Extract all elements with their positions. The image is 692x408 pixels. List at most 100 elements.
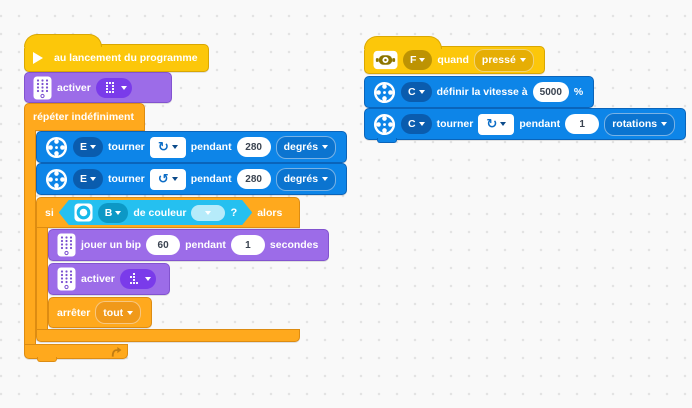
dropdown-arrow-icon (322, 145, 329, 149)
dropdown-arrow-icon (205, 211, 211, 215)
block-play-beep[interactable]: jouer un bip 60 pendant 1 secondes (48, 229, 330, 261)
block-activate-display-inner[interactable]: activer (48, 263, 170, 295)
block-label: si (45, 206, 54, 219)
force-sensor-icon (373, 50, 398, 70)
unit-dropdown[interactable]: degrés (275, 135, 337, 159)
motor-icon (373, 113, 396, 136)
block-motor-run-ccw[interactable]: E tourner ↺ pendant 280 degrés (36, 163, 348, 195)
block-nub (37, 357, 57, 362)
unit-label: secondes (269, 239, 319, 251)
matrix-image-icon (125, 272, 142, 286)
block-if-then-header[interactable]: si B de couleur ? alors (36, 197, 300, 228)
block-label: arrêter (57, 306, 91, 319)
block-motor-run-rotations[interactable]: C tourner ↻ pendant 1 rotations (364, 108, 687, 143)
block-label: activer (57, 81, 91, 94)
block-motor-run-cw[interactable]: E tourner ↻ pendant 280 degrés (36, 131, 348, 163)
block-label: quand (437, 54, 469, 66)
block-label: pendant (190, 173, 232, 185)
port-value: C (408, 118, 416, 130)
hub-matrix-icon (57, 267, 76, 291)
stop-option-dropdown[interactable]: tout (95, 301, 142, 324)
motor-icon (45, 168, 68, 191)
block-label: jouer un bip (81, 239, 142, 251)
block-label: pendant (519, 118, 561, 130)
unit-label: % (573, 86, 584, 98)
block-label: au lancement du programme (54, 52, 198, 64)
port-dropdown[interactable]: F (403, 50, 433, 70)
port-dropdown[interactable]: E (73, 137, 104, 157)
repeat-loop-arm (24, 130, 36, 344)
port-dropdown[interactable]: C (401, 114, 432, 134)
direction-dropdown[interactable]: ↺ (149, 168, 186, 190)
port-value: B (104, 206, 113, 219)
port-dropdown[interactable]: C (401, 82, 432, 102)
dropdown-arrow-icon (144, 277, 151, 281)
dropdown-arrow-icon (90, 177, 97, 181)
block-when-force-sensor-pressed[interactable]: F quand pressé (364, 36, 545, 74)
dropdown-arrow-icon (171, 145, 178, 149)
hub-matrix-icon (33, 76, 52, 100)
condition-is-color[interactable]: B de couleur ? (59, 200, 252, 225)
speed-input[interactable]: 5000 (532, 82, 569, 102)
matrix-image-dropdown[interactable] (95, 77, 132, 98)
block-label: tourner (108, 141, 145, 153)
block-repeat-forever-header[interactable]: répéter indéfiniment (24, 103, 145, 131)
clockwise-icon: ↻ (157, 139, 169, 155)
block-set-speed[interactable]: C définir la vitesse à 5000 % (364, 76, 595, 108)
direction-dropdown[interactable]: ↻ (149, 136, 186, 158)
dropdown-arrow-icon (120, 85, 127, 90)
state-value: pressé (481, 54, 516, 66)
play-icon (33, 52, 43, 64)
block-when-program-starts[interactable]: au lancement du programme (24, 34, 209, 72)
value-input[interactable]: 280 (236, 169, 271, 189)
color-sensor-icon (74, 203, 93, 222)
stop-option-value: tout (103, 306, 124, 319)
block-stop[interactable]: arrêter tout (48, 297, 153, 328)
motor-icon (373, 81, 396, 104)
if-block-bottom (36, 329, 300, 342)
block-label: répéter indéfiniment (33, 111, 134, 123)
port-dropdown[interactable]: B (98, 203, 129, 223)
dropdown-arrow-icon (419, 58, 426, 62)
value-input[interactable]: 280 (236, 137, 271, 157)
block-activate-display-top[interactable]: activer (24, 72, 172, 103)
duration-input[interactable]: 1 (230, 235, 265, 255)
dropdown-arrow-icon (418, 90, 425, 94)
block-label: pendant (185, 239, 226, 251)
block-label: pendant (190, 141, 232, 153)
if-block-arm (36, 228, 48, 329)
hub-matrix-icon (57, 233, 76, 257)
frequency-input[interactable]: 60 (146, 235, 181, 255)
loop-arrow-icon (109, 346, 122, 358)
hat-dome (24, 34, 102, 47)
direction-dropdown[interactable]: ↻ (478, 113, 515, 135)
dropdown-arrow-icon (500, 122, 507, 126)
matrix-image-icon (101, 81, 118, 95)
unit-dropdown[interactable]: rotations (604, 112, 676, 136)
value-input[interactable]: 1 (565, 114, 600, 134)
block-label: alors (257, 206, 283, 219)
clockwise-icon: ↻ (486, 116, 498, 132)
dropdown-arrow-icon (115, 211, 121, 215)
block-label: activer (81, 273, 115, 285)
state-dropdown[interactable]: pressé (473, 48, 534, 72)
matrix-image-dropdown[interactable] (119, 269, 156, 289)
port-value: F (410, 54, 417, 66)
block-nub (377, 138, 397, 143)
dropdown-arrow-icon (661, 122, 668, 126)
counterclockwise-icon: ↺ (157, 171, 169, 187)
port-value: E (80, 141, 88, 153)
repeat-loop-bottom (24, 344, 128, 362)
unit-dropdown[interactable]: degrés (275, 167, 337, 191)
dropdown-arrow-icon (418, 122, 425, 126)
color-swatch-dropdown[interactable] (191, 205, 225, 221)
port-dropdown[interactable]: E (73, 169, 104, 189)
block-label: définir la vitesse à (436, 86, 528, 98)
dropdown-arrow-icon (171, 177, 178, 181)
dropdown-arrow-icon (127, 310, 134, 315)
question-mark: ? (230, 206, 238, 219)
port-value: C (408, 86, 416, 98)
dropdown-arrow-icon (90, 145, 97, 149)
unit-value: degrés (283, 173, 319, 185)
